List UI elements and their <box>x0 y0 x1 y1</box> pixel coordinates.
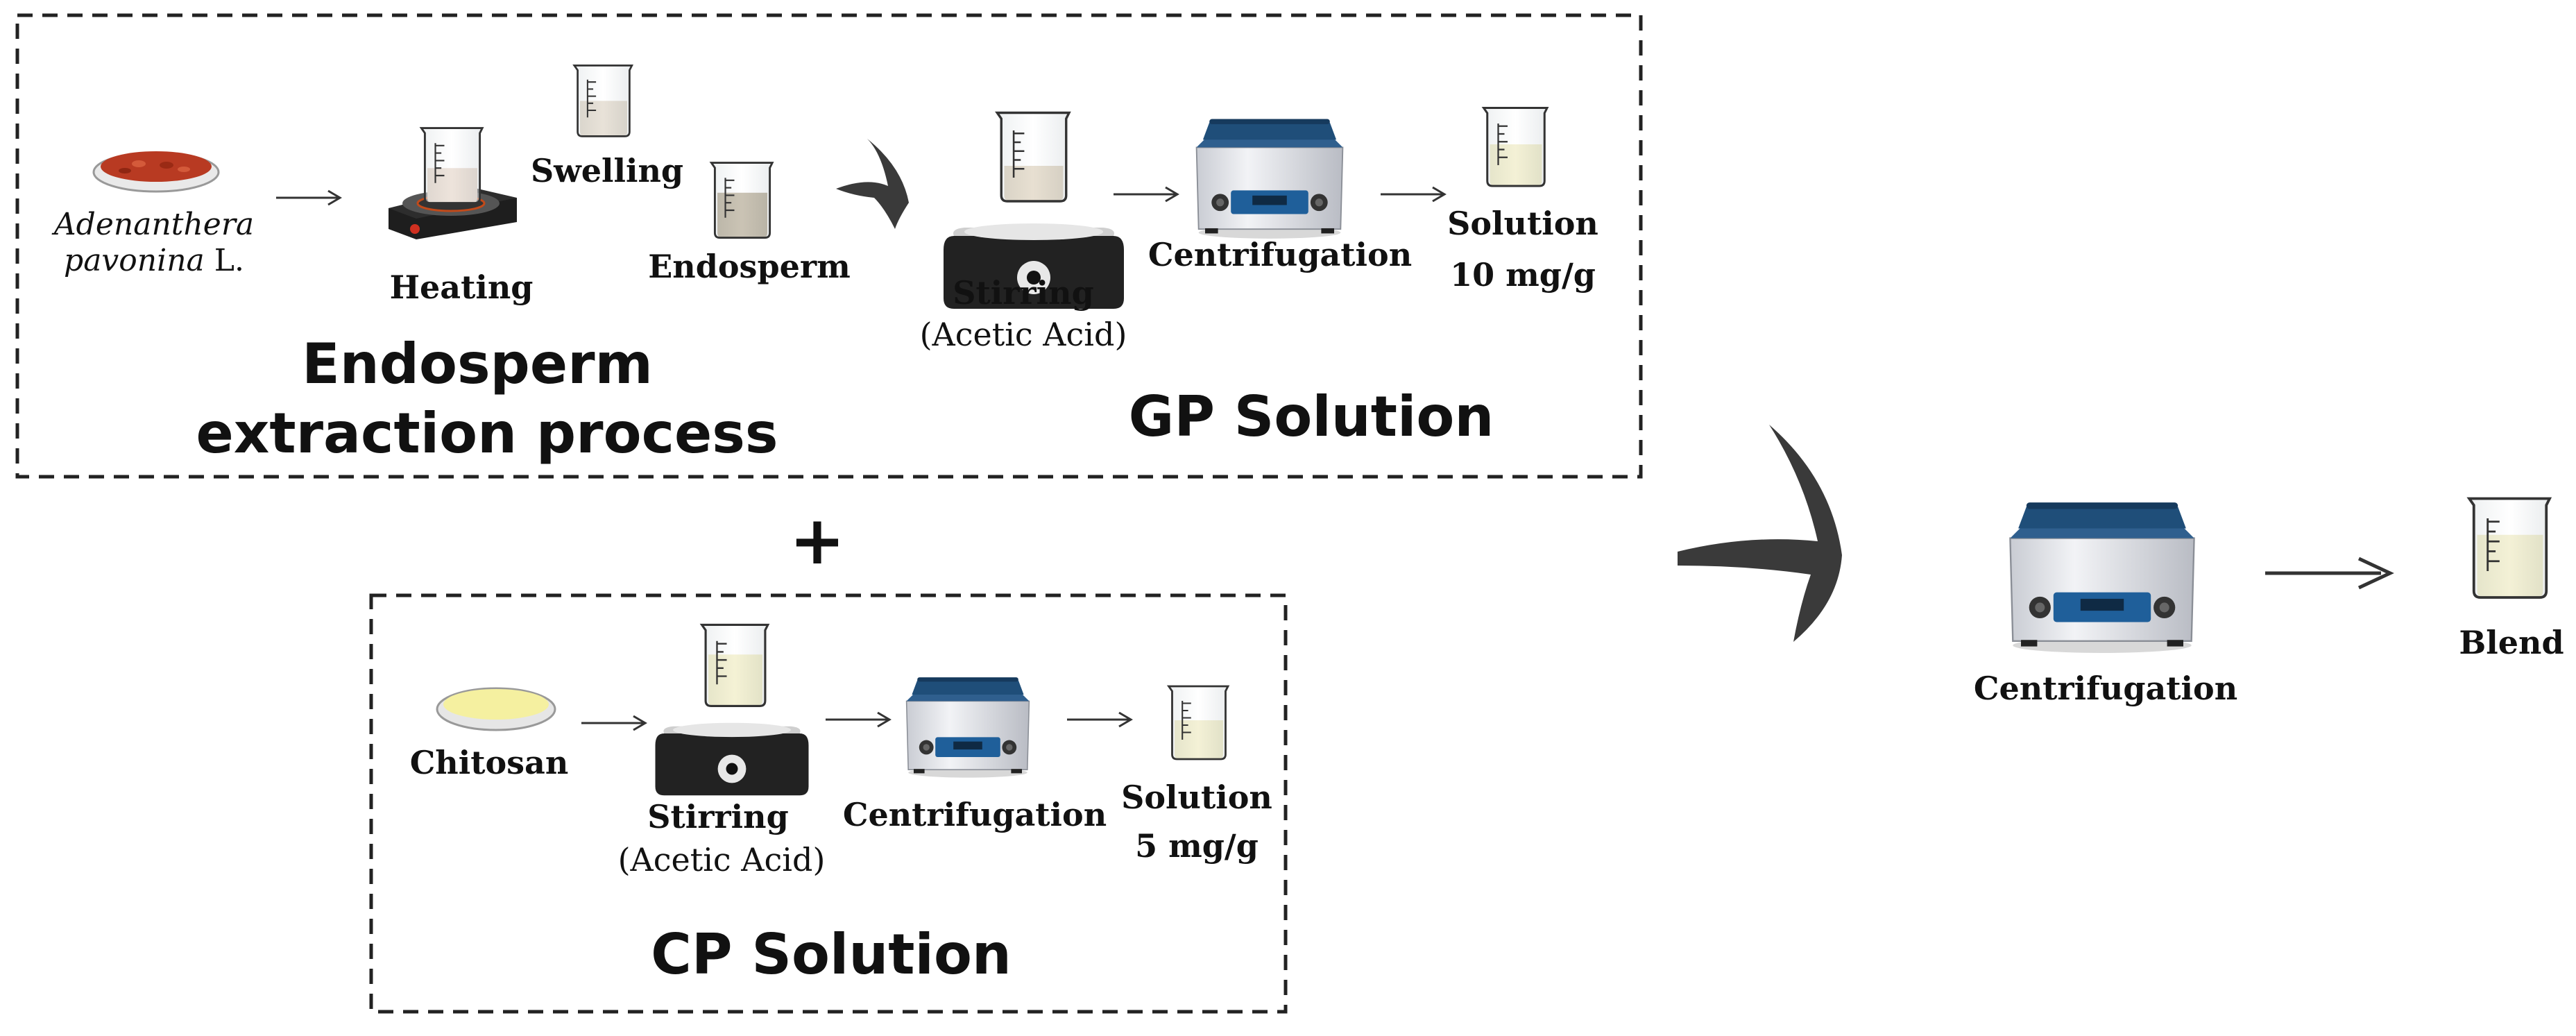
swelling-label: Swelling <box>531 152 683 189</box>
blend-label: Blend <box>2459 624 2564 661</box>
cp-section-frame <box>369 593 1288 1014</box>
gp-stirring-label: Stirring <box>953 274 1094 312</box>
beaker-icon <box>420 127 484 205</box>
flow-arrow-icon <box>1678 425 1842 642</box>
seed-label-line1: Adenanthera <box>51 207 254 242</box>
seed-label-italic: pavonina <box>64 243 205 278</box>
beaker-icon <box>710 162 774 239</box>
seed-label-line2: pavonina L. <box>64 243 244 278</box>
flow-arrow-icon <box>824 711 891 728</box>
final-centrifugation-label: Centrifugation <box>1974 670 2237 707</box>
cp-centrifugation-label: Centrifugation <box>843 796 1107 833</box>
flow-arrow-icon <box>836 139 909 229</box>
beaker-icon <box>1483 107 1549 187</box>
beaker-icon <box>573 65 633 137</box>
flow-arrow-icon <box>1112 186 1179 203</box>
gp-centrifugation-label: Centrifugation <box>1148 236 1412 273</box>
cp-solution-conc: 5 mg/g <box>1135 827 1259 865</box>
flow-arrow-icon <box>1066 711 1132 728</box>
flow-arrow-icon <box>1379 186 1446 203</box>
beaker-icon <box>2468 497 2551 599</box>
cp-section-title: CP Solution <box>651 922 1012 987</box>
centrifuge-icon <box>1195 118 1344 239</box>
centrifuge-icon <box>905 677 1030 779</box>
gp-solution-conc: 10 mg/g <box>1450 256 1596 294</box>
gp-stirring-sub-label: (Acetic Acid) <box>920 316 1127 353</box>
seed-label-suffix: L. <box>205 243 244 278</box>
beaker-icon <box>701 623 769 707</box>
beaker-icon <box>1168 685 1229 761</box>
cp-solution-label: Solution <box>1121 779 1272 816</box>
petri-dish-icon <box>436 687 556 731</box>
gp-solution-label: Solution <box>1447 205 1598 242</box>
endosperm-label: Endosperm <box>648 248 851 285</box>
chitosan-label: Chitosan <box>410 744 569 781</box>
magnetic-stirrer-icon <box>655 722 809 796</box>
plus-sign: + <box>790 502 845 579</box>
flow-arrow-icon <box>275 189 341 206</box>
flow-arrow-icon <box>2265 557 2394 590</box>
petri-dish-icon <box>92 151 220 193</box>
centrifuge-icon <box>2009 501 2195 654</box>
extraction-title-line2: extraction process <box>196 401 778 466</box>
gp-section-frame <box>15 13 1643 479</box>
cp-stirring-label: Stirring <box>647 798 789 835</box>
flow-arrow-icon <box>580 715 647 731</box>
beaker-icon <box>996 111 1071 203</box>
extraction-title-line1: Endosperm <box>302 332 653 396</box>
heating-label: Heating <box>390 269 534 306</box>
cp-stirring-sub-label: (Acetic Acid) <box>618 841 826 878</box>
gp-section-title: GP Solution <box>1129 384 1494 449</box>
